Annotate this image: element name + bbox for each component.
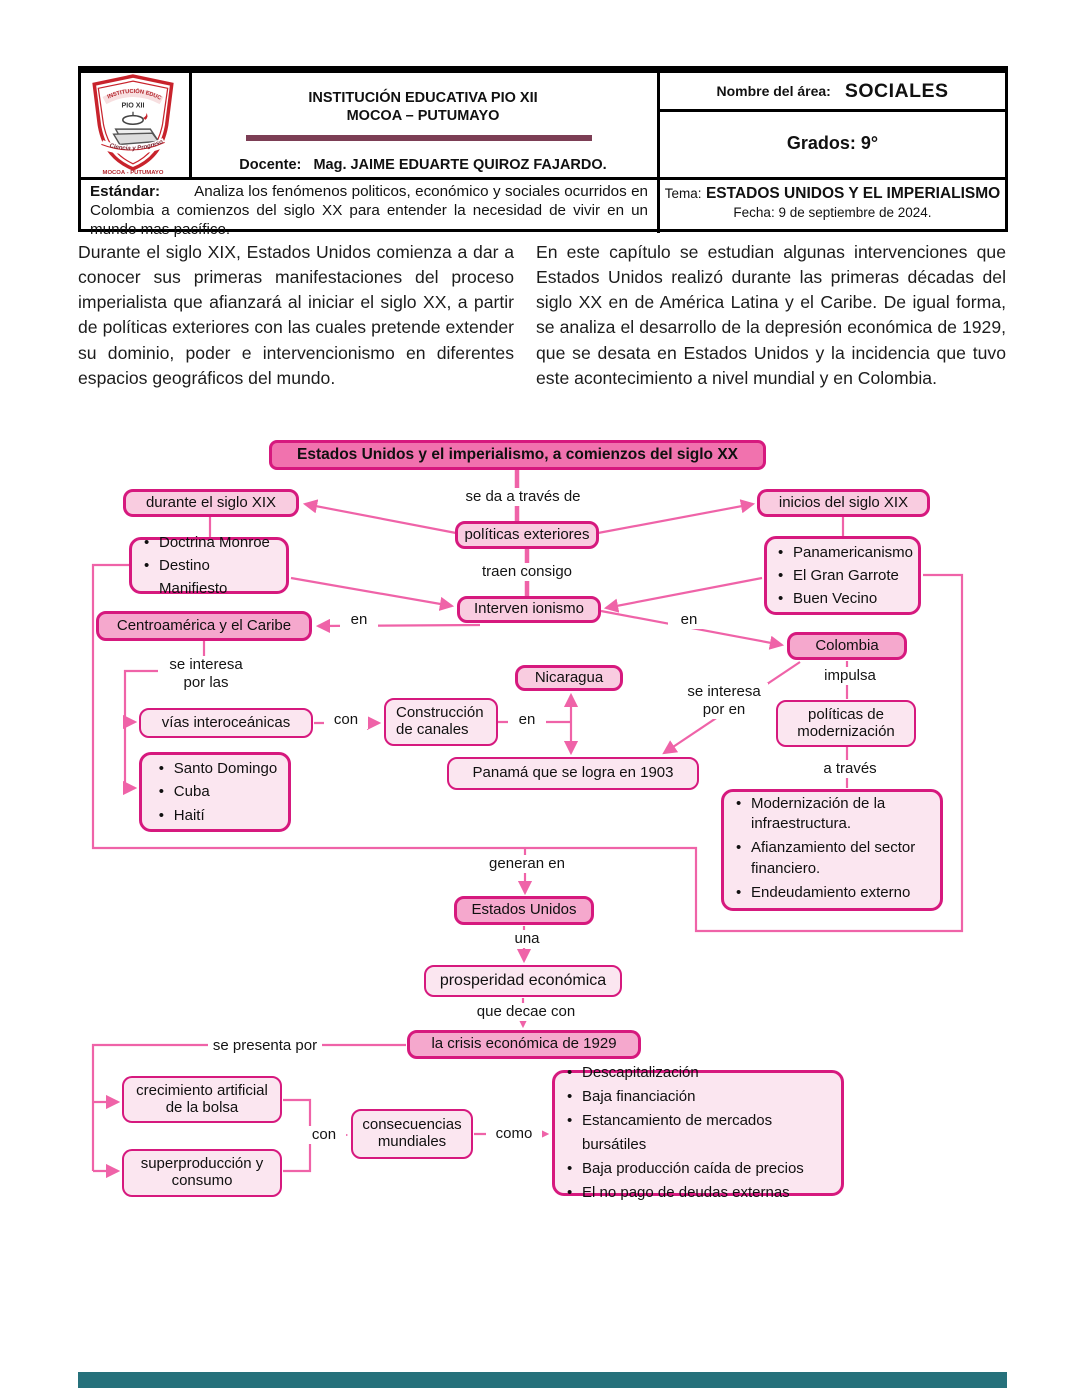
label-con-canales: con [324, 711, 368, 729]
label-en-canales: en [508, 711, 546, 729]
node-intervencionismo: Interven ionismo [457, 596, 601, 623]
connector-doctrinas-intervencionismo [290, 576, 455, 611]
list-item: Panamericanismo [778, 541, 913, 565]
header-center-cell: INSTITUCIÓN EDUCATIVA PIO XII MOCOA – PU… [189, 73, 657, 177]
node-estados-unidos: Estados Unidos [454, 896, 594, 925]
node-prosperidad: prosperidad económica [424, 965, 622, 997]
node-politicas-modernizacion: políticas de modernización [776, 700, 916, 747]
list-item: Estancamiento de mercados bursátiles [567, 1109, 835, 1157]
node-politicas-exteriores: políticas exteriores [455, 521, 599, 549]
label-en-izquierda: en [340, 611, 378, 629]
node-inicios-siglo-xix: inicios del siglo XIX [757, 489, 930, 517]
grados-value: Grados: 9° [786, 132, 879, 153]
node-colombia: Colombia [787, 632, 907, 660]
estandar-label: Estándar: [90, 183, 161, 200]
intro-paragraph-left: Durante el siglo XIX, Estados Unidos com… [78, 242, 514, 388]
node-consecuencias-mundiales: consecuencias mundiales [351, 1109, 473, 1159]
tema-cell: Tema: ESTADOS UNIDOS Y EL IMPERIALISMO F… [657, 177, 1008, 233]
list-item: Descapitalización [567, 1061, 835, 1085]
connector-politicas-durante [302, 499, 457, 535]
svg-text:MOCOA - PUTUMAYO: MOCOA - PUTUMAYO [103, 170, 164, 175]
connector-politicas-inicios [597, 499, 756, 535]
list-item: Endeudamiento externo [736, 883, 934, 904]
list-item: Haití [159, 804, 277, 828]
divider [657, 109, 1005, 112]
school-crest-icon: INSTITUCIÓN EDUCATIVA PIO XII Ciencia y … [80, 69, 174, 176]
label-como: como [486, 1125, 542, 1143]
label-una: una [505, 930, 549, 948]
node-panama-1903: Panamá que se logra en 1903 [447, 757, 699, 790]
label-a-traves: a través [812, 760, 888, 778]
connector-politicasitems-intervencionismo [603, 576, 763, 613]
node-superproduccion: superproducción y consumo [122, 1149, 282, 1197]
grados-cell: Grados: 9° [657, 109, 1008, 177]
list-item: El Gran Garrote [778, 564, 913, 588]
header-table: INSTITUCIÓN EDUCATIVA PIO XII Ciencia y … [78, 66, 1008, 238]
map-title: Estados Unidos y el imperialismo, a comi… [269, 440, 766, 470]
node-centroamerica-caribe: Centroamérica y el Caribe [96, 611, 312, 641]
label-se-presenta-por: se presenta por [208, 1037, 322, 1055]
svg-text:PIO XII: PIO XII [122, 102, 145, 110]
node-doctrinas-list: Doctrina Monroe Destino Manifiesto [129, 531, 289, 597]
label-se-da: se da a través de [460, 488, 586, 506]
node-crisis-1929: la crisis económica de 1929 [407, 1030, 641, 1059]
label-impulsa: impulsa [815, 667, 885, 685]
list-item: Destino Manifiesto [144, 554, 280, 601]
estandar-text: Analiza los fenómenos politicos, económi… [90, 183, 648, 238]
list-item: Afianzamiento del sector financiero. [736, 838, 934, 879]
node-politicas-list: Panamericanismo El Gran Garrote Buen Vec… [764, 536, 921, 615]
connector-loop-generan [91, 563, 964, 933]
label-traen-consigo: traen consigo [475, 563, 579, 581]
node-durante-siglo-xix: durante el siglo XIX [123, 489, 299, 517]
docente-label: Docente: [239, 157, 302, 173]
list-item: Cuba [159, 780, 277, 804]
node-islas-list: Santo Domingo Cuba Haití [139, 752, 291, 832]
node-consecuencias-list: Descapitalización Baja financiación Esta… [552, 1061, 844, 1205]
label-en-derecha: en [668, 611, 710, 629]
tema-label: Tema: [664, 186, 702, 201]
node-modernizacion-list: Modernización de la infraestructura. Afi… [721, 789, 943, 911]
area-value: SOCIALES [844, 79, 949, 102]
list-item: Santo Domingo [159, 757, 277, 781]
list-item: El no pago de deudas externas [567, 1181, 835, 1205]
bracket-seinteresa [123, 669, 162, 788]
list-item: Buen Vecino [778, 587, 913, 611]
label-que-decae-con: que decae con [472, 1003, 580, 1021]
docente-value: Mag. JAIME EDUARTE QUIROZ FAJARDO. [313, 157, 607, 173]
node-nicaragua: Nicaragua [515, 665, 623, 691]
area-cell: Nombre del área: SOCIALES [657, 73, 1008, 109]
divider [657, 73, 660, 233]
decorative-bar [246, 135, 592, 141]
list-item: Doctrina Monroe [144, 531, 280, 555]
node-construccion-canales: Construcción de canales [384, 698, 498, 746]
label-se-interesa-por-las: se interesa por las [158, 656, 254, 692]
footer-bar [78, 1372, 1007, 1388]
label-con-consecuencias: con [302, 1126, 346, 1144]
docente-line: Docente: Mag. JAIME EDUARTE QUIROZ FAJAR… [189, 157, 657, 173]
intro-paragraph-right: En este capítulo se estudian algunas int… [536, 242, 1006, 388]
label-generan-en: generan en [483, 855, 571, 873]
list-item: Baja producción caída de precios [567, 1157, 835, 1181]
school-name-line1: INSTITUCIÓN EDUCATIVA PIO XII [308, 90, 538, 106]
divider [81, 177, 1005, 180]
label-se-interesa-por-en: se interesa por en [680, 683, 768, 719]
fecha: Fecha: 9 de septiembre de 2024. [733, 205, 932, 220]
estandar-cell: Estándar:Analiza los fenómenos politicos… [81, 177, 657, 238]
divider [189, 73, 192, 177]
school-logo: INSTITUCIÓN EDUCATIVA PIO XII Ciencia y … [80, 69, 189, 177]
list-item: Baja financiación [567, 1085, 835, 1109]
tema-value: ESTADOS UNIDOS Y EL IMPERIALISMO [705, 185, 1001, 202]
node-crecimiento-bolsa: crecimiento artificial de la bolsa [122, 1076, 282, 1123]
list-item: Modernización de la infraestructura. [736, 794, 934, 835]
node-vias-interoceanicas: vías interoceánicas [139, 708, 313, 738]
area-label: Nombre del área: [716, 83, 831, 99]
school-name-line2: MOCOA – PUTUMAYO [346, 108, 500, 125]
